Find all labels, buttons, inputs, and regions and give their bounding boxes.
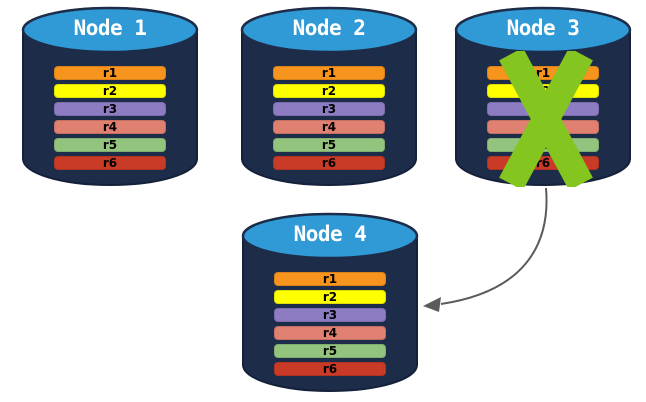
row-r2: r2 bbox=[274, 290, 386, 304]
row-r4: r4 bbox=[273, 120, 385, 134]
node-1: Node 1 r1 r2 r3 r4 r5 r6 bbox=[21, 4, 199, 188]
arrow-head bbox=[423, 297, 441, 312]
node-4: Node 4 r1 r2 r3 r4 r5 r6 bbox=[241, 210, 419, 394]
row-r4: r4 bbox=[54, 120, 166, 134]
cylinder-top bbox=[21, 6, 199, 54]
row-r2: r2 bbox=[54, 84, 166, 98]
row-r6: r6 bbox=[273, 156, 385, 170]
node-title: Node 3 bbox=[506, 16, 580, 40]
cylinder-top bbox=[454, 6, 632, 54]
row-r3: r3 bbox=[274, 308, 386, 322]
row-r1: r1 bbox=[54, 66, 166, 80]
cylinder-top bbox=[240, 6, 418, 54]
row-r5: r5 bbox=[274, 344, 386, 358]
failure-x-icon bbox=[499, 51, 593, 187]
row-r2: r2 bbox=[273, 84, 385, 98]
row-r4: r4 bbox=[274, 326, 386, 340]
row-r3: r3 bbox=[273, 102, 385, 116]
row-r1: r1 bbox=[273, 66, 385, 80]
row-r3: r3 bbox=[54, 102, 166, 116]
row-r5: r5 bbox=[54, 138, 166, 152]
arrow-curve bbox=[440, 187, 548, 305]
row-r5: r5 bbox=[273, 138, 385, 152]
row-r6: r6 bbox=[54, 156, 166, 170]
node-2: Node 2 r1 r2 r3 r4 r5 r6 bbox=[240, 4, 418, 188]
node-title: Node 1 bbox=[73, 16, 147, 40]
cylinder-top bbox=[241, 212, 419, 260]
row-r6: r6 bbox=[274, 362, 386, 376]
node-title: Node 4 bbox=[293, 222, 367, 246]
node-title: Node 2 bbox=[292, 16, 366, 40]
node-3: Node 3 r1 r2 r3 r4 r5 r6 bbox=[454, 4, 632, 188]
row-r1: r1 bbox=[274, 272, 386, 286]
